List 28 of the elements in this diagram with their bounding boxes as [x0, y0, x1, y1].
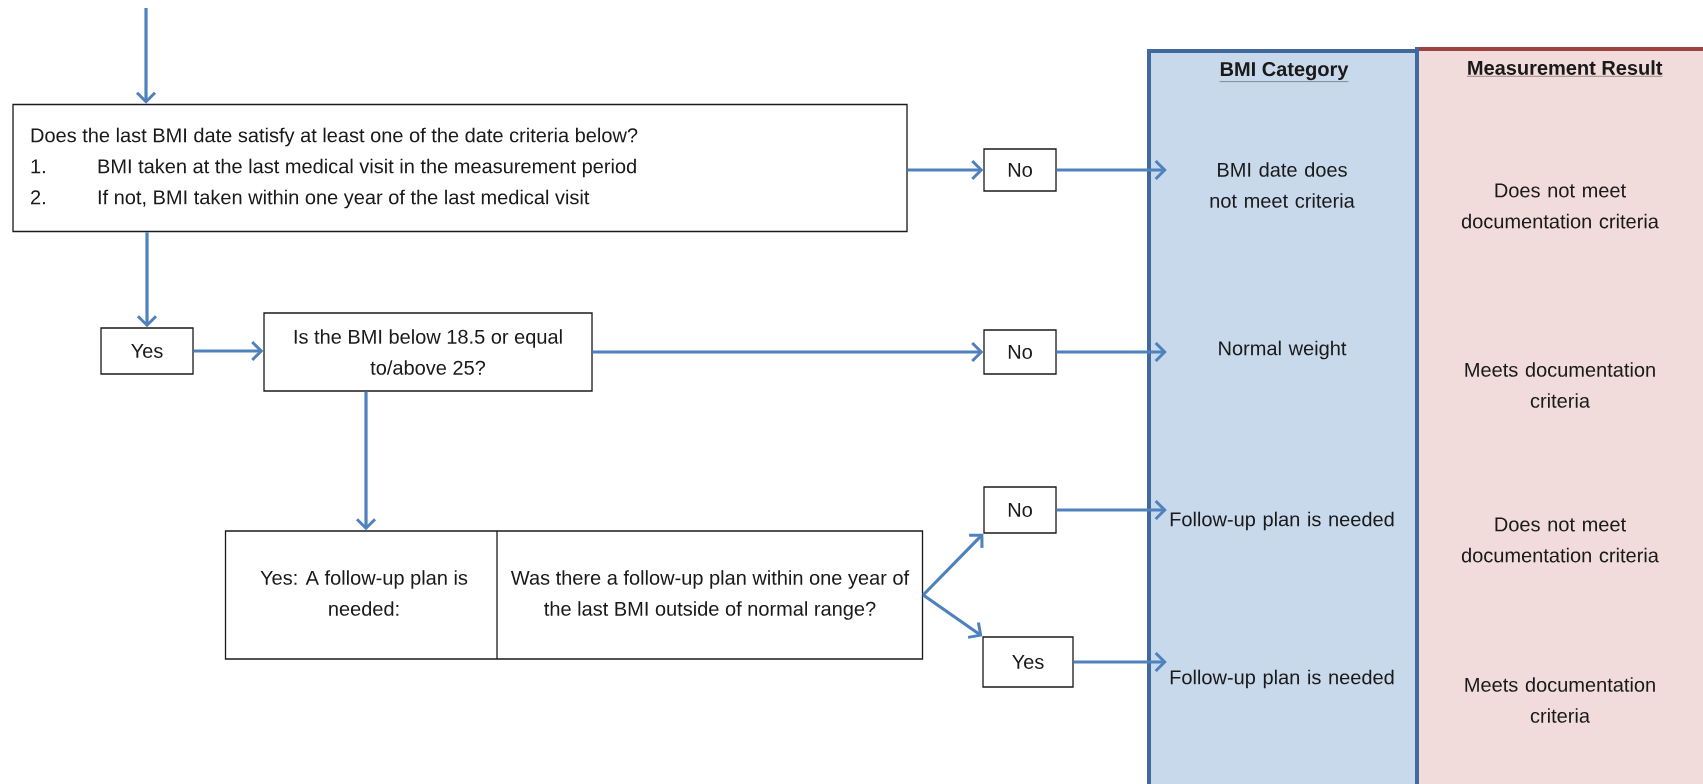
result-text: Meets documentation criteria: [1465, 677, 1655, 723]
decision-box: Yes: A follow-up plan is needed: Was there a follow-up plan within one year of the last BMI outside of normal range?: [224, 530, 924, 660]
answer-box: Yes: [100, 327, 194, 375]
answer-box: No: [983, 329, 1057, 375]
answer-box: Yes: [982, 636, 1074, 688]
result-text: Meets documentation criteria: [1465, 362, 1655, 408]
result-text: Does not meet documentation criteria: [1461, 183, 1659, 229]
arrow: [1073, 651, 1167, 673]
category-text: BMI date does not meet criteria: [1210, 162, 1355, 208]
category-text: Follow-up plan is needed: [1170, 511, 1394, 531]
arrow: [135, 8, 157, 104]
decision-box: Does the last BMI date satisfy at least one of the date criteria below? 1. BMI taken at the last medical visit in the measurement period 2. If not, BMI taken within one year of the last medical visit: [12, 103, 908, 233]
result-text: Does not meet documentation criteria: [1461, 517, 1659, 563]
arrow: [922, 593, 983, 639]
arrow: [1056, 159, 1167, 181]
answer-box: No: [983, 148, 1057, 192]
arrow: [592, 341, 984, 363]
answer-box: No: [983, 486, 1057, 534]
arrow: [1056, 341, 1167, 363]
category-text: Normal weight: [1219, 340, 1347, 360]
decision-box: Is the BMI below 18.5 or equal to/above 25?: [263, 312, 593, 392]
arrow: [193, 340, 264, 362]
arrow: [922, 533, 984, 597]
arrow: [355, 391, 377, 531]
category-text: Follow-up plan is needed: [1170, 669, 1394, 689]
arrow: [136, 232, 158, 328]
arrow: [907, 159, 984, 181]
arrow: [1056, 499, 1167, 521]
